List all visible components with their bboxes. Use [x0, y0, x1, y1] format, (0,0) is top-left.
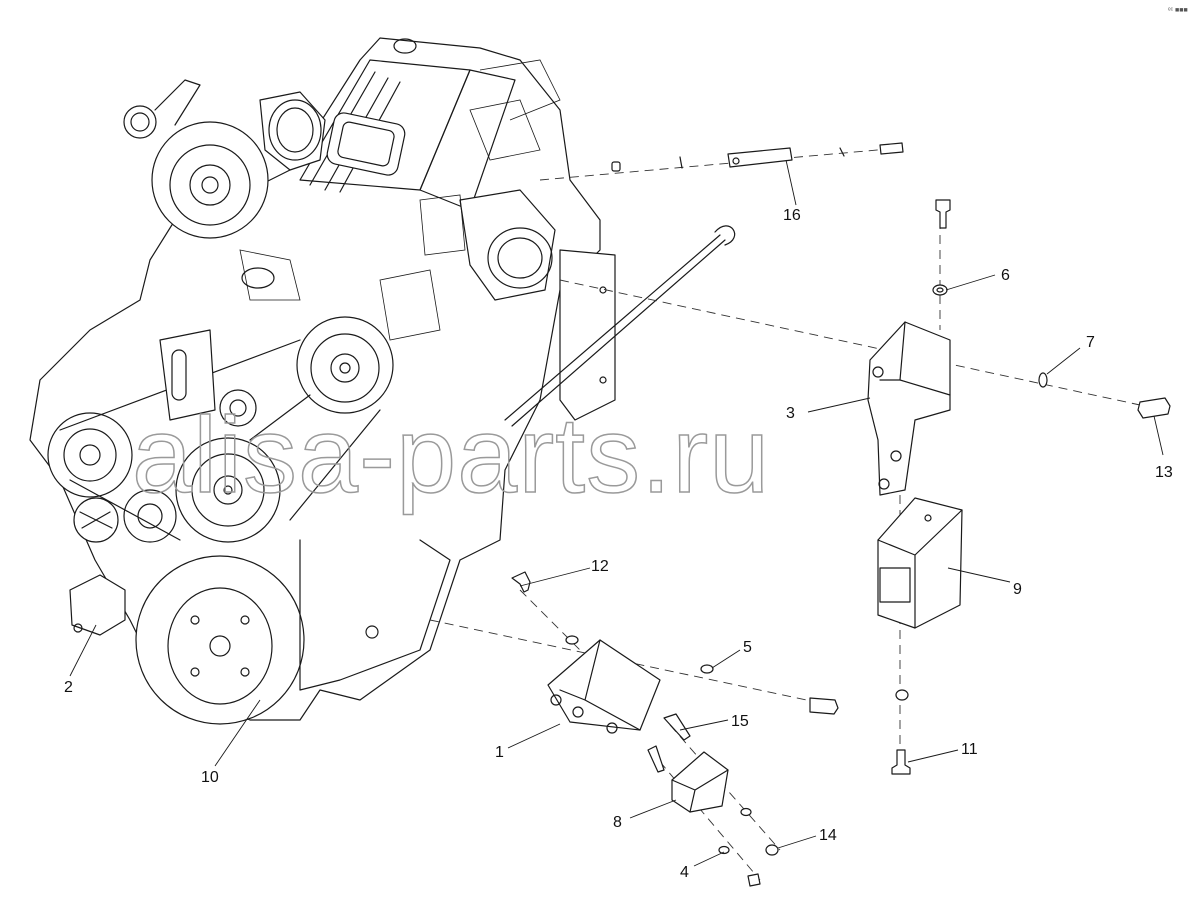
callout-13: 13	[1155, 464, 1173, 481]
callout-12: 12	[591, 558, 609, 575]
callout-5: 5	[743, 639, 752, 656]
callout-labels: 1 2 3 4 5 6 7 8 9 10 11 12 13 14 15 16	[64, 207, 1173, 881]
part-4-14-fasteners	[718, 807, 779, 887]
part-11-bolt	[891, 689, 911, 775]
part-9-mount-block	[877, 497, 963, 629]
callout-14: 14	[819, 827, 837, 844]
corner-mark: ᵉᶜ ■■■	[1168, 7, 1188, 14]
callout-2: 2	[64, 679, 73, 696]
part-3-bracket	[867, 321, 951, 496]
part-7-washer	[1038, 372, 1048, 388]
callout-8: 8	[613, 814, 622, 831]
watermark: alisa-parts.ru	[132, 394, 770, 515]
engine-assembly	[29, 37, 736, 725]
callout-10: 10	[201, 769, 219, 786]
part-8-mount-block	[671, 751, 729, 813]
callout-3: 3	[786, 405, 795, 422]
part-6-bolt-washer	[932, 199, 951, 296]
part-1-bracket	[547, 639, 661, 734]
part-16-link-rod	[611, 142, 904, 172]
callout-16: 16	[783, 207, 801, 224]
part-13-bolt	[1137, 397, 1171, 419]
callout-15: 15	[731, 713, 749, 730]
callout-9: 9	[1013, 581, 1022, 598]
part-5-washer	[700, 664, 839, 715]
callout-11: 11	[961, 741, 978, 758]
leader-lines	[69, 159, 1164, 867]
callout-4: 4	[680, 864, 689, 881]
callout-6: 6	[1001, 267, 1010, 284]
part-12-bolt	[511, 571, 579, 645]
callout-1: 1	[495, 744, 504, 761]
part-15-bolt	[647, 713, 691, 773]
callout-7: 7	[1086, 334, 1095, 351]
